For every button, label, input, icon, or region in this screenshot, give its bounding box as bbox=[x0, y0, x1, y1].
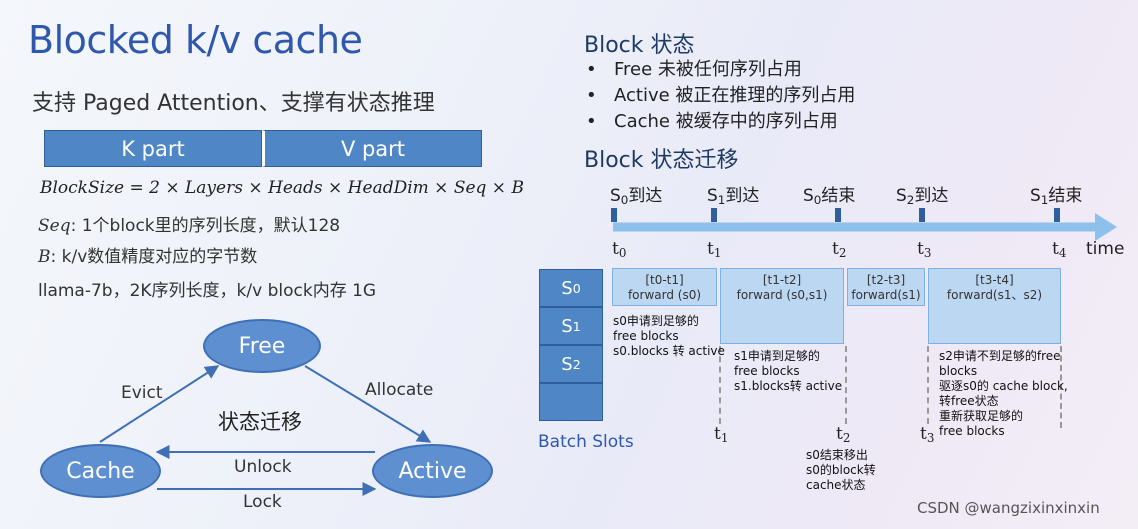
b-var: B bbox=[38, 247, 51, 267]
batch-slots-label: Batch Slots bbox=[538, 432, 634, 452]
phase-t0-t1: [t0-t1]forward (s0) bbox=[612, 268, 717, 306]
time-axis-label: time bbox=[1086, 239, 1125, 259]
blocksize-formula: BlockSize = 2 × Layers × Heads × HeadDim… bbox=[40, 178, 524, 198]
event-s0-arrive: S0到达 bbox=[610, 186, 663, 207]
phase-t3-t4: [t3-t4]forward(s1、s2) bbox=[928, 268, 1061, 344]
allocate-label: Allocate bbox=[365, 380, 434, 400]
event-s1-end: S1结束 bbox=[1030, 186, 1083, 207]
watermark: CSDN @wangzixinxinxin bbox=[917, 499, 1100, 517]
dash-t1 bbox=[719, 346, 721, 424]
event-s2-arrive: S2到达 bbox=[896, 186, 949, 207]
bullet-text: Active 被正在推理的序列占用 bbox=[614, 85, 856, 106]
state-migration-label: 状态迁移 bbox=[218, 410, 302, 434]
lower-tick-t1: t1 bbox=[714, 424, 729, 445]
dash-t3 bbox=[927, 346, 929, 424]
lower-tick-t3: t3 bbox=[920, 424, 935, 445]
note-b: B: k/v数值精度对应的字节数 bbox=[38, 242, 257, 267]
free-state: Free bbox=[203, 319, 321, 373]
tick-t4: t4 bbox=[1052, 239, 1067, 260]
note-llama: llama-7b，2K序列长度，k/v block内存 1G bbox=[38, 281, 377, 301]
bullet-text: Free 未被任何序列占用 bbox=[614, 59, 802, 80]
active-state: Active bbox=[372, 444, 493, 498]
tick-t0: t0 bbox=[612, 239, 627, 260]
slot-empty bbox=[539, 383, 603, 421]
evict-label: Evict bbox=[121, 383, 163, 403]
seq-text: : 1个block里的序列长度，默认128 bbox=[70, 216, 341, 236]
event-s0-end: S0结束 bbox=[803, 186, 856, 207]
tick-t3: t3 bbox=[917, 239, 932, 260]
timeline-axis bbox=[611, 208, 1117, 241]
cache-state: Cache bbox=[40, 444, 161, 498]
allocate-arrow bbox=[304, 365, 432, 443]
kv-block-bar: K part V part bbox=[44, 130, 482, 167]
bullet-dot-icon: • bbox=[586, 111, 597, 132]
bullet-cache: • Cache 被缓存中的序列占用 bbox=[586, 107, 838, 133]
lock-label: Lock bbox=[243, 492, 282, 512]
phase-t1-t2: [t1-t2]forward (s0,s1) bbox=[720, 268, 844, 344]
seq-var: Seq bbox=[38, 216, 71, 236]
note-seq: Seq: 1个block里的序列长度，默认128 bbox=[38, 211, 340, 236]
unlock-label: Unlock bbox=[234, 457, 292, 477]
page-title: Blocked k/v cache bbox=[28, 18, 363, 62]
k-part: K part bbox=[44, 130, 262, 167]
bullet-dot-icon: • bbox=[586, 59, 597, 80]
state-diagram-arrows bbox=[99, 365, 432, 496]
v-part: V part bbox=[262, 130, 482, 167]
dash-t2 bbox=[845, 346, 847, 424]
event-s1-arrive: S1到达 bbox=[707, 186, 760, 207]
bullet-dot-icon: • bbox=[586, 85, 597, 106]
bullet-free: • Free 未被任何序列占用 bbox=[586, 55, 802, 81]
bullet-text: Cache 被缓存中的序列占用 bbox=[614, 111, 838, 132]
b-text: : k/v数值精度对应的字节数 bbox=[50, 247, 258, 267]
subtitle: 支持 Paged Attention、支撑有状态推理 bbox=[32, 91, 435, 116]
lower-tick-t2: t2 bbox=[836, 424, 851, 445]
tick-t1: t1 bbox=[707, 239, 722, 260]
tick-t2: t2 bbox=[832, 239, 847, 260]
dash-t4 bbox=[1060, 346, 1062, 428]
evict-arrow bbox=[99, 365, 220, 443]
block-states-heading: Block 状态 bbox=[584, 33, 695, 58]
migration-heading: Block 状态迁移 bbox=[584, 148, 739, 173]
bullet-active: • Active 被正在推理的序列占用 bbox=[586, 81, 855, 107]
phase-t2-t3: [t2-t3]forward(s1) bbox=[847, 268, 925, 306]
